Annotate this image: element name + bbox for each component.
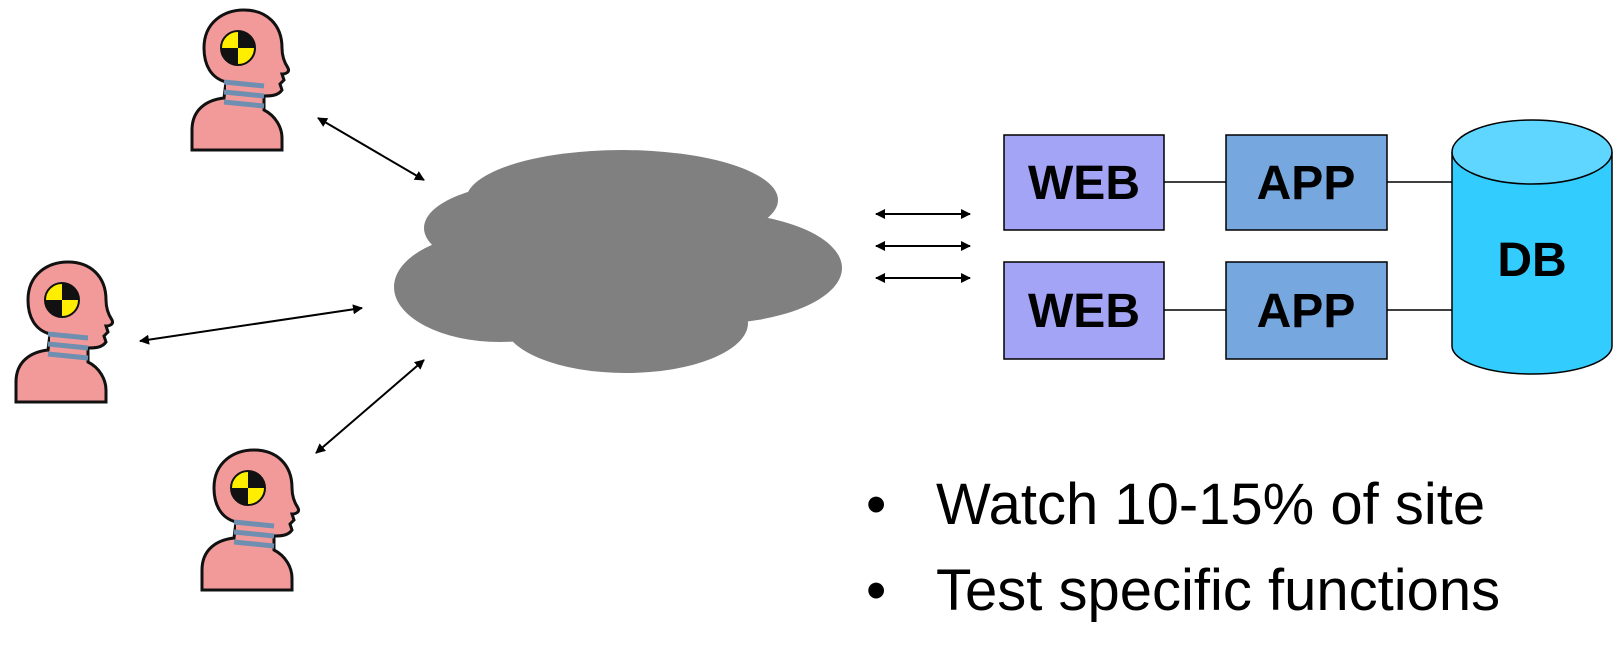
bullet-text: Watch 10-15% of site	[936, 472, 1486, 537]
user-connection-arrow	[315, 359, 425, 454]
architecture-diagram: WEB APP WEB APP DB	[0, 0, 1613, 606]
app-server-label: APP	[1257, 157, 1356, 210]
app-server-label: APP	[1257, 285, 1356, 338]
database-icon: DB	[1451, 119, 1613, 375]
bullet-list: • Watch 10-15% of site • Test specific f…	[858, 476, 1500, 648]
bullet-marker: •	[866, 472, 887, 537]
app-server-box: APP	[1225, 134, 1388, 231]
database-label: DB	[1497, 234, 1566, 287]
bullet-item: • Test specific functions	[858, 562, 1500, 648]
user-connection-arrow	[139, 304, 363, 345]
web-server-box: WEB	[1003, 261, 1165, 360]
web-server-box: WEB	[1003, 134, 1165, 231]
crash-test-dummy-icon	[202, 450, 299, 590]
app-server-box: APP	[1225, 261, 1388, 360]
crash-test-dummy-icon	[16, 262, 113, 402]
bullet-marker: •	[866, 558, 887, 623]
web-server-label: WEB	[1028, 157, 1140, 210]
bullet-item: • Watch 10-15% of site	[858, 476, 1500, 562]
crash-test-dummy-icon	[192, 10, 289, 150]
user-connection-arrow	[317, 117, 425, 181]
bullet-text: Test specific functions	[936, 558, 1501, 623]
web-server-label: WEB	[1028, 285, 1140, 338]
cloud-icon	[394, 150, 842, 373]
